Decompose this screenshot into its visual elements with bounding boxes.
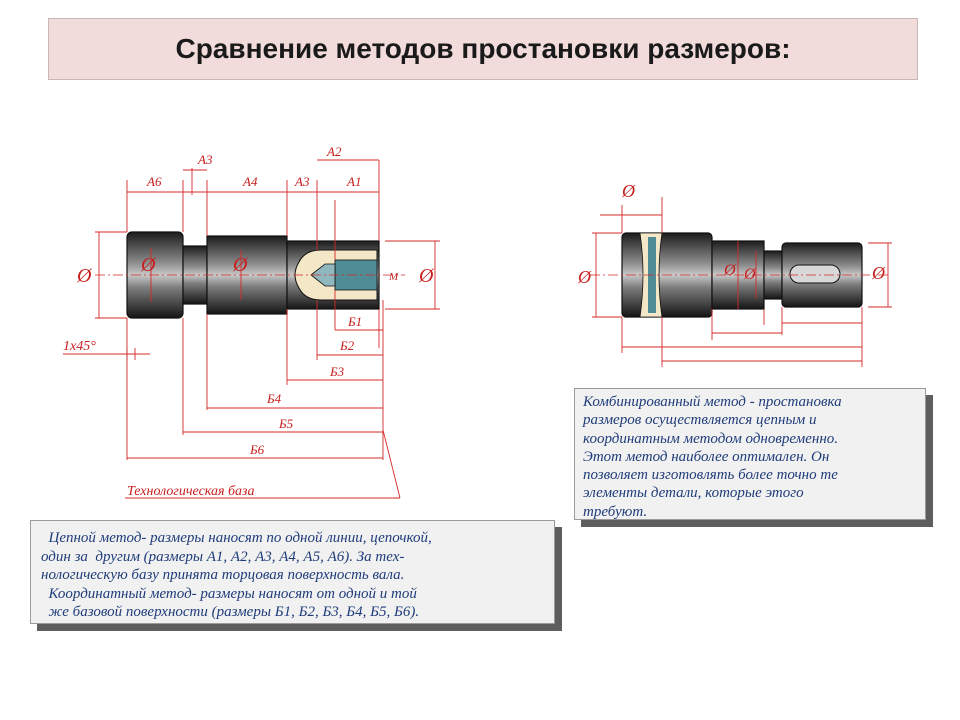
dim-b6: Б6	[249, 442, 265, 457]
dim-a1: A1	[346, 174, 361, 189]
chain-dimension-lines	[127, 159, 379, 195]
dim-b4: Б4	[266, 391, 282, 406]
right-shaft-drawing: Ø Ø Ø Ø Ø	[577, 181, 892, 367]
note-line: Комбинированный метод - простановка	[583, 394, 842, 410]
note-line: требуют.	[583, 503, 648, 520]
left-shaft-drawing: A3 A2 A6 A4 A3 A1 Б1 Б2 Б3 Б4 Б5 Б6 Ø Ø …	[63, 144, 440, 499]
note-line: Координатный метод- размеры наносят от о…	[41, 585, 417, 602]
note-line: один за другим (размеры А1, А2, А3, А4, …	[41, 548, 405, 565]
dim-a3: A3	[294, 174, 310, 189]
note-line: Цепной метод- размеры наносят по одной л…	[41, 530, 432, 546]
note-line: нологическую базу принята торцовая повер…	[41, 567, 405, 583]
diameter-symbol-right: Ø	[418, 265, 435, 287]
right-dimension-lines	[592, 197, 892, 367]
chamfer-leader	[63, 348, 150, 360]
note-line: Этот метод наиболее оптимален. Он	[583, 448, 830, 465]
title-bar: Сравнение методов простановки размеров:	[48, 18, 918, 80]
base-leader	[125, 429, 401, 499]
right-diameter-mid: Ø	[723, 262, 737, 279]
right-diameter-left: Ø	[577, 267, 592, 287]
diameter-symbol-mid: Ø	[232, 254, 249, 276]
right-diameter-neck: Ø	[743, 266, 757, 283]
dim-a3-upper: A3	[197, 152, 213, 167]
combined-method-note: Комбинированный метод - простановка разм…	[574, 388, 926, 520]
right-diameter-end: Ø	[871, 263, 886, 283]
right-diameter-top: Ø	[621, 181, 636, 201]
right-shaft-body	[621, 232, 863, 318]
diameter-lines	[95, 231, 440, 319]
chamfer-label: 1x45°	[63, 339, 96, 354]
coordinate-dimension-lines	[127, 329, 383, 459]
dim-a4: A4	[242, 174, 258, 189]
note-line: координатным методом одновременно.	[583, 430, 839, 447]
note-line: размеров осуществляется цепным и	[583, 412, 817, 429]
page-title: Сравнение методов простановки размеров:	[175, 33, 791, 64]
dim-b2: Б2	[339, 338, 355, 353]
note-line: же базовой поверхности (размеры Б1, Б2, …	[41, 604, 420, 620]
dim-b1: Б1	[347, 314, 362, 329]
technological-base-label: Технологическая база	[127, 484, 255, 499]
thread-mark: M	[388, 271, 399, 283]
diameter-symbol-collar: Ø	[140, 254, 157, 276]
dim-a2: A2	[326, 144, 342, 159]
chain-coordinate-note: Цепной метод- размеры наносят по одной л…	[30, 520, 555, 624]
dim-a6: A6	[146, 174, 162, 189]
note-line: элементы детали, которые этого	[583, 485, 804, 502]
diameter-symbol-left: Ø	[76, 265, 93, 287]
shaft-body	[126, 231, 380, 319]
note-line: позволяет изготовлять более точно те	[583, 467, 838, 484]
extension-lines	[126, 160, 384, 460]
dim-b3: Б3	[329, 364, 345, 379]
dim-b5: Б5	[278, 416, 294, 431]
